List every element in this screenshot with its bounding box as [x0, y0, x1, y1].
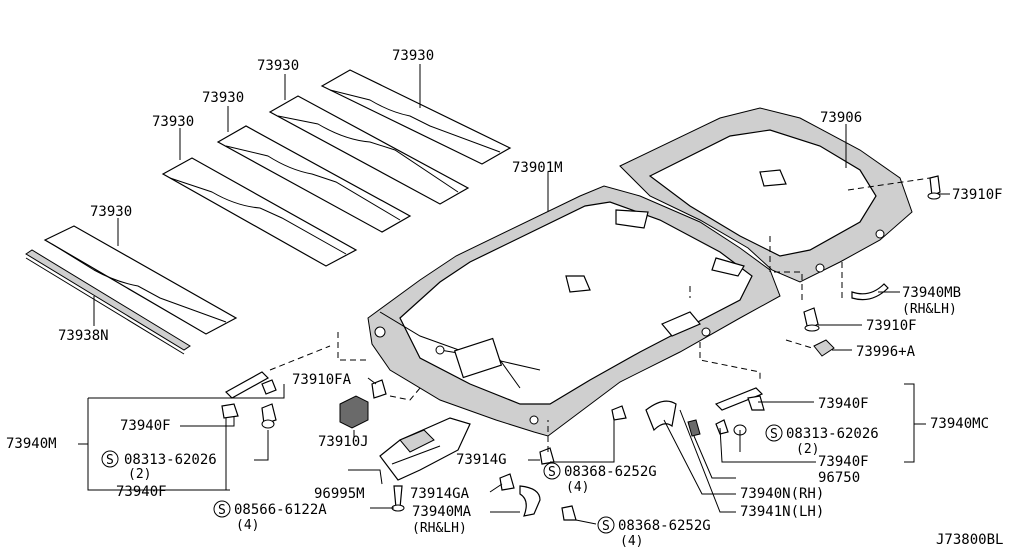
- main-headliner: [367, 185, 781, 437]
- label-73940mc: 73940MC: [930, 416, 989, 432]
- clip-73914ga: [499, 473, 515, 491]
- s-symbol-icon: [597, 516, 615, 534]
- label-08313-r: 08313-62026: [786, 426, 879, 442]
- label-73940f-r2: 73940F: [818, 454, 869, 470]
- label-73996a: 73996+A: [856, 344, 916, 360]
- clip-73910f-mid: [803, 307, 820, 332]
- label-73910f-top: 73910F: [952, 187, 1003, 203]
- clip-73910fa: [371, 379, 387, 399]
- grip-73940mb: [851, 283, 889, 301]
- label-96750: 96750: [818, 470, 860, 486]
- label-08368-a: 08368-6252G: [564, 464, 657, 480]
- rear-dome-opening: [759, 169, 787, 187]
- label-73910fa: 73910FA: [292, 372, 352, 388]
- visor-cutout-rh: [661, 311, 701, 337]
- label-73930-c: 73930: [202, 90, 244, 106]
- label-73940mb: 73940MB: [902, 285, 961, 301]
- label-73938n: 73938N: [58, 328, 109, 344]
- label-73940ma: 73940MA: [412, 504, 472, 520]
- grip-73940mc: [687, 387, 765, 437]
- s-symbol-r: S: [770, 427, 778, 442]
- label-73940ma-sub: (RH&LH): [412, 521, 467, 536]
- label-73930-a: 73930: [392, 48, 434, 64]
- label-08566: 08566-6122A: [234, 502, 327, 518]
- headliner-strip-5: [43, 225, 238, 335]
- dome-light-opening: [565, 275, 591, 293]
- headliner-strip-3: [216, 125, 412, 233]
- s-symbol-d: S: [106, 453, 114, 468]
- label-73914g: 73914G: [456, 452, 507, 468]
- label-96995m: 96995M: [314, 486, 365, 502]
- label-08566-qty: (4): [236, 518, 259, 533]
- label-73930-b: 73930: [257, 58, 299, 74]
- label-08368-a-qty: (4): [566, 480, 589, 495]
- label-73910j: 73910J: [318, 434, 369, 450]
- label-08313-l: 08313-62026: [124, 452, 217, 468]
- pad-73910j: [339, 395, 369, 429]
- s-symbol-icon: [101, 450, 119, 468]
- label-08368-b-qty: (4): [620, 534, 643, 549]
- label-73914ga: 73914GA: [410, 486, 470, 502]
- label-73941n: 73941N(LH): [740, 504, 824, 520]
- s-symbol-b: S: [602, 519, 610, 534]
- grip-73940n: [611, 400, 677, 432]
- label-73940f-r1: 73940F: [818, 396, 869, 412]
- label-73940f-l2: 73940F: [116, 484, 167, 500]
- label-73901m: 73901M: [512, 160, 563, 176]
- headliner-strip-2: [268, 95, 470, 205]
- s-symbol-c: S: [218, 503, 226, 518]
- label-08368-b: 08368-6252G: [618, 518, 711, 534]
- label-73940m: 73940M: [6, 436, 57, 452]
- rear-headliner: [619, 107, 913, 283]
- leader-lines: [78, 64, 950, 525]
- grip-73940ma: [519, 485, 577, 521]
- label-73906: 73906: [820, 110, 862, 126]
- label-73940n: 73940N(RH): [740, 486, 824, 502]
- console-96995m: [379, 417, 471, 481]
- headliner-strip-73938N: [25, 249, 191, 355]
- label-73940f-l1: 73940F: [120, 418, 171, 434]
- headliner-strip-4: [161, 157, 358, 267]
- clip-73996a: [813, 339, 835, 357]
- headliner-strip-1: [320, 69, 512, 165]
- clip-73910f-top: [927, 175, 941, 200]
- s-symbol-icon: [213, 500, 231, 518]
- label-73930-e: 73930: [90, 204, 132, 220]
- screw-08566: [391, 485, 405, 512]
- part-labels: 73930 73930 73930 73930 73930 73938N 739…: [6, 48, 1003, 549]
- label-73930-d: 73930: [152, 114, 194, 130]
- grip-73940m: [221, 371, 277, 429]
- s-symbol-icon: [765, 424, 783, 442]
- diagram-code: J73800BL: [936, 532, 1003, 548]
- label-73910f-mid: 73910F: [866, 318, 917, 334]
- label-08313-r-qty: (2): [796, 442, 819, 457]
- label-08313-l-qty: (2): [128, 467, 151, 482]
- s-symbol-icon: [543, 462, 561, 480]
- console-opening: [453, 337, 503, 379]
- label-73940mb-sub: (RH&LH): [902, 302, 957, 317]
- s-symbol-a: S: [548, 465, 556, 480]
- dashed-guides: [269, 177, 931, 452]
